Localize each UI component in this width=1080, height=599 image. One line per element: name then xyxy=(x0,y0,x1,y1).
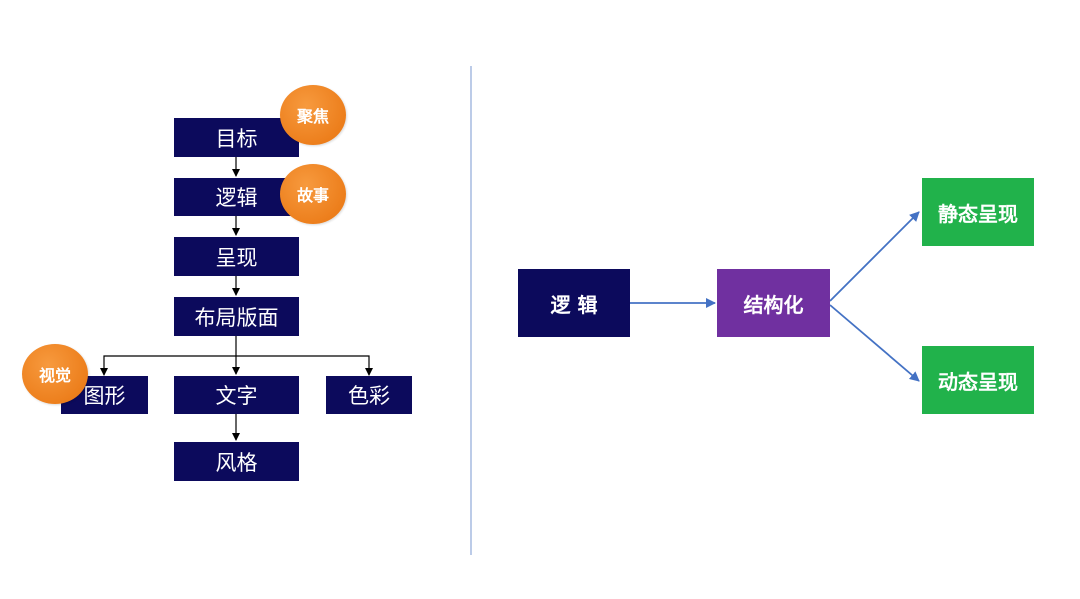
node-static-label: 静态呈现 xyxy=(938,201,1018,226)
badge-focus: 聚焦 xyxy=(280,85,346,145)
node-color-label: 色彩 xyxy=(348,384,390,408)
node-layout-label: 布局版面 xyxy=(194,305,279,330)
node-structure: 结构化 xyxy=(717,269,830,337)
node-layout: 布局版面 xyxy=(174,297,299,336)
badge-visual-label: 视觉 xyxy=(38,366,71,385)
node-color: 色彩 xyxy=(326,376,412,414)
node-present: 呈现 xyxy=(174,237,299,276)
node-style: 风格 xyxy=(174,442,299,481)
node-structure-label: 结构化 xyxy=(743,292,804,317)
node-dynamic: 动态呈现 xyxy=(922,346,1034,414)
node-dynamic-label: 动态呈现 xyxy=(938,369,1018,394)
node-logic: 逻辑 xyxy=(174,178,299,216)
node-right-logic: 逻 辑 xyxy=(518,269,630,337)
connector-structure-static xyxy=(829,211,920,302)
badge-story: 故事 xyxy=(280,164,346,224)
connector-structure-dynamic xyxy=(829,304,920,382)
node-text-label: 文字 xyxy=(215,384,258,408)
node-present-label: 呈现 xyxy=(215,245,258,270)
node-right-logic-label: 逻 辑 xyxy=(550,292,598,317)
node-goal: 目标 xyxy=(174,118,299,157)
connector-branch-bar xyxy=(103,355,370,374)
node-goal-label: 目标 xyxy=(215,126,258,151)
badge-focus-label: 聚焦 xyxy=(296,107,329,126)
node-logic-label: 逻辑 xyxy=(215,186,258,210)
node-style-label: 风格 xyxy=(215,450,258,475)
badge-story-label: 故事 xyxy=(296,186,329,205)
node-static: 静态呈现 xyxy=(922,178,1034,246)
badge-visual: 视觉 xyxy=(22,344,88,404)
node-text: 文字 xyxy=(174,376,299,414)
node-graphics-label: 图形 xyxy=(83,384,126,408)
